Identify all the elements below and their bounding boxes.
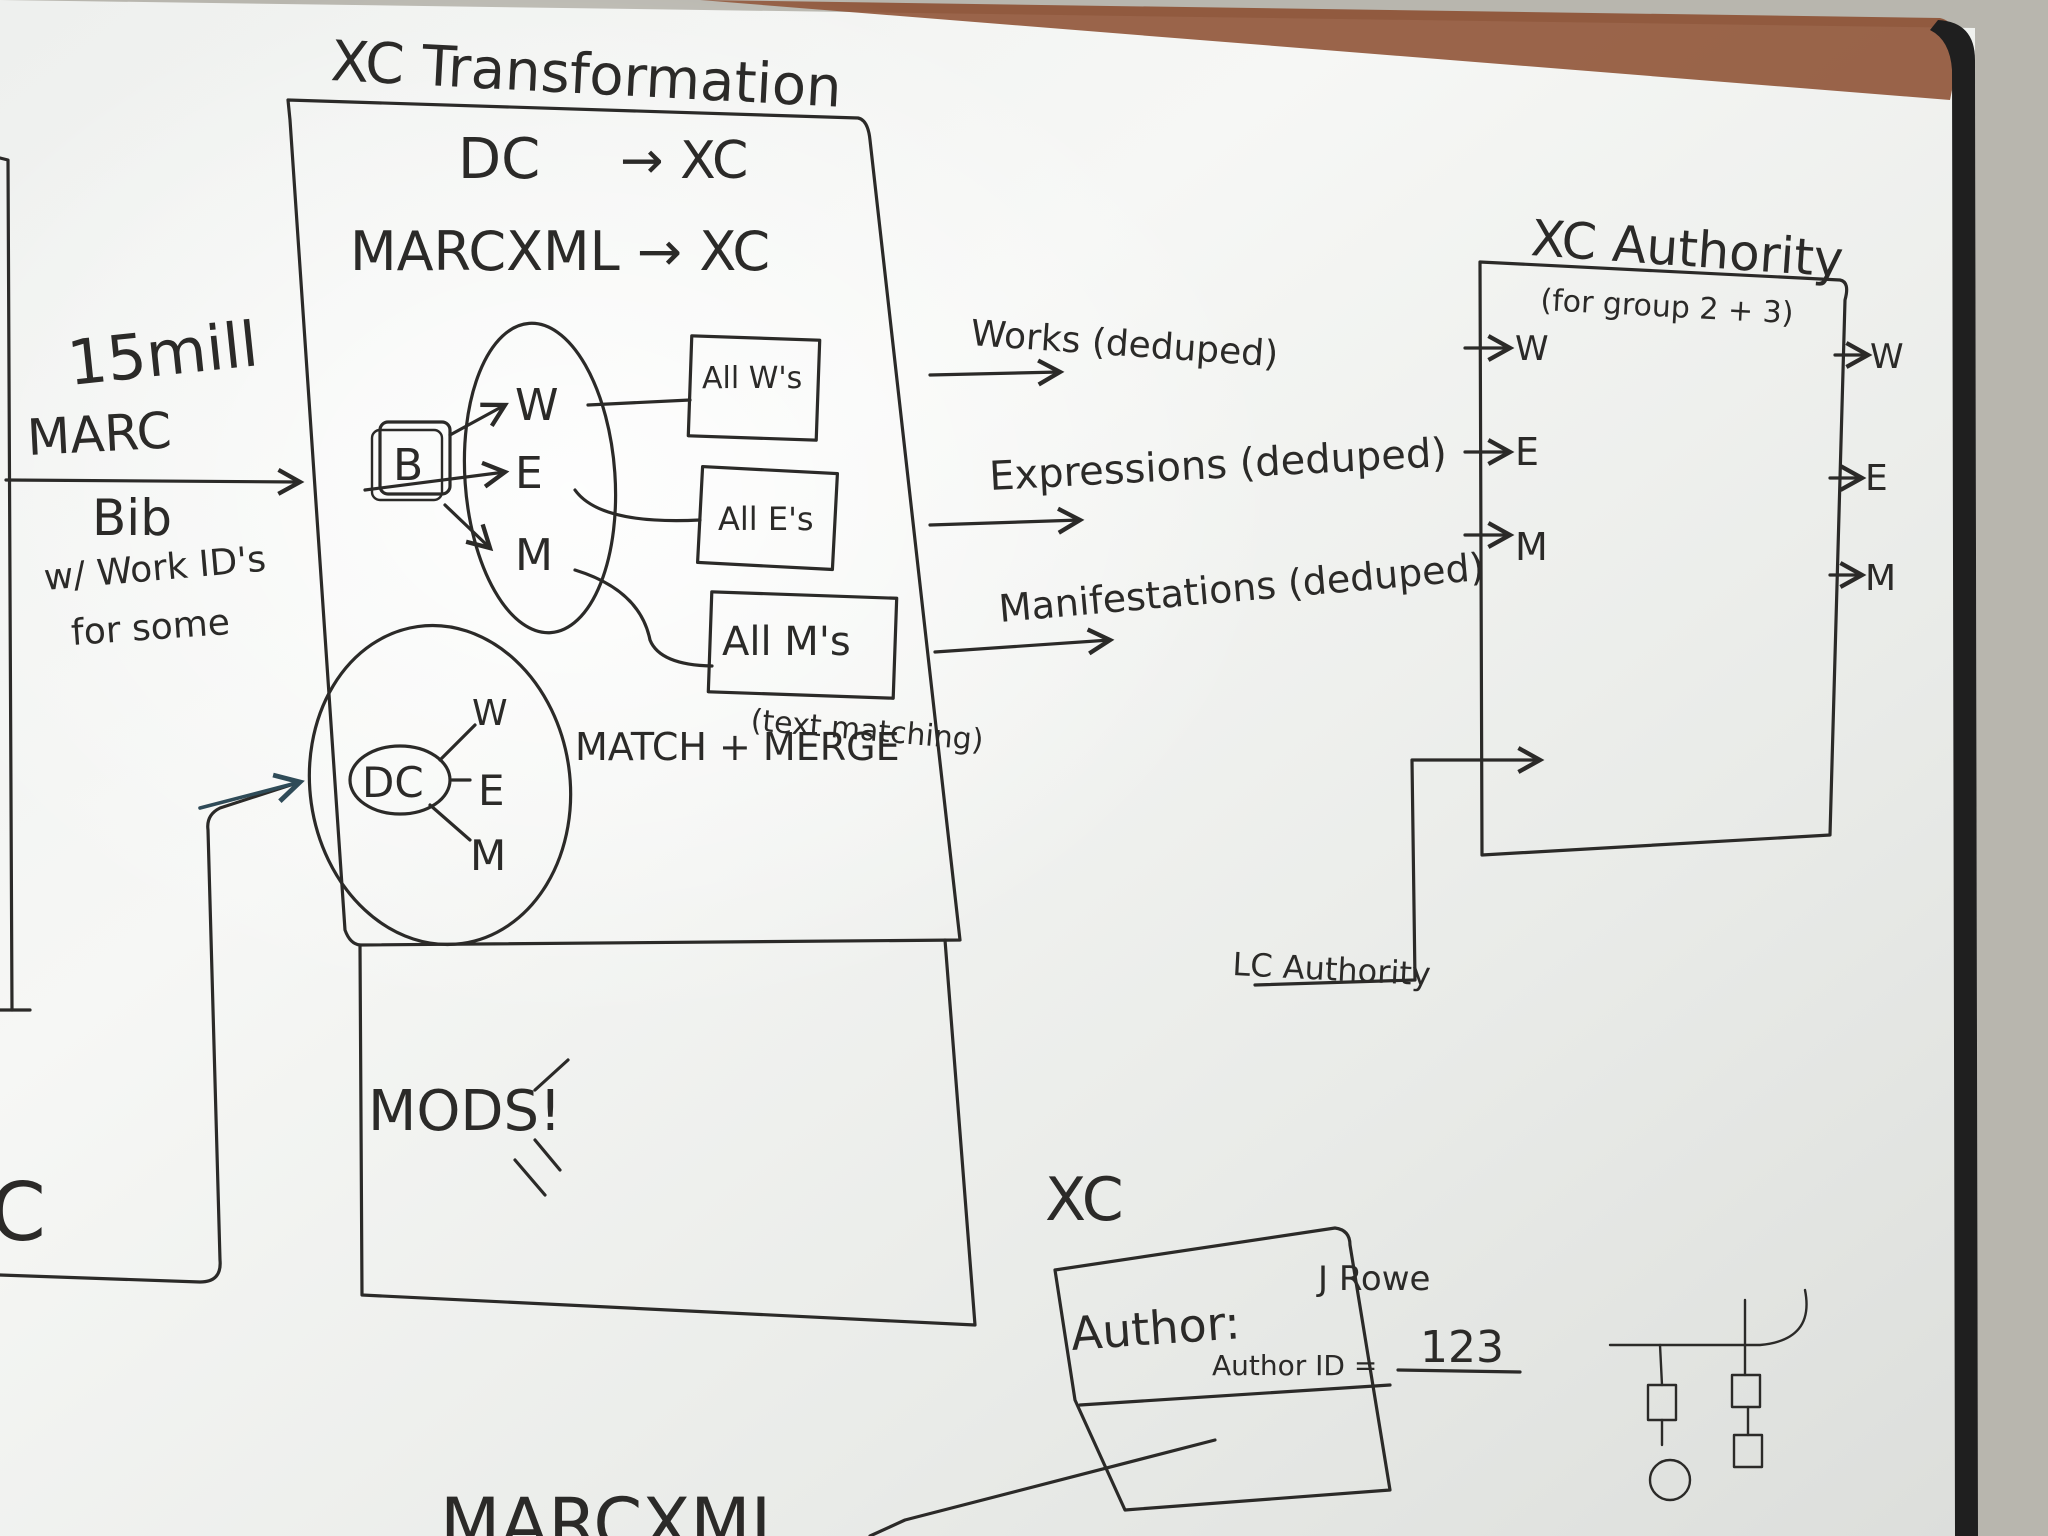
marcxml-link-arrow xyxy=(868,1438,1217,1536)
left-fragment-letter: C xyxy=(0,1166,46,1259)
dc-group xyxy=(307,623,573,947)
auth-out-e: E xyxy=(1865,458,1888,499)
xc-author-id-value: 123 xyxy=(1420,1322,1504,1373)
dc-node xyxy=(348,744,452,816)
xc-record-title: XC xyxy=(1045,1165,1124,1235)
link-tree-sketch xyxy=(1608,1288,1808,1502)
dc-input-arrow xyxy=(198,772,305,810)
bib-node xyxy=(378,420,452,496)
mods-burst xyxy=(513,1058,570,1197)
transform-box xyxy=(286,98,962,947)
dc-wem-e: E xyxy=(478,766,505,815)
auth-in-w: W xyxy=(1515,329,1549,369)
bottom-fragment-text: MARCXML xyxy=(440,1483,790,1536)
auth-out-m: M xyxy=(1865,558,1896,599)
xc-author-name: J Rowe xyxy=(1316,1259,1430,1299)
works-arrow xyxy=(928,358,1065,387)
auth-out-w: W xyxy=(1870,337,1904,377)
input-format: MARC xyxy=(26,401,173,466)
auth-in-e: E xyxy=(1515,430,1539,474)
line-dc: DC xyxy=(458,127,540,192)
wem-w: W xyxy=(515,380,559,431)
dc-node-label: DC xyxy=(362,758,424,807)
xc-author-label: Author: xyxy=(1069,1295,1242,1361)
xc-record-card xyxy=(1053,1226,1392,1512)
line-marc: MARCXML → XC xyxy=(350,220,770,283)
wem-e: E xyxy=(515,448,543,499)
match-merge-label: MATCH + MERGE xyxy=(575,725,900,769)
wem-m: M xyxy=(515,530,553,581)
dc-wem-w: W xyxy=(472,693,508,734)
input-arrow xyxy=(4,467,305,496)
mods-label: MODS! xyxy=(368,1079,562,1144)
input-type: Bib xyxy=(92,489,172,547)
all-ms-box xyxy=(706,590,899,700)
mods-box xyxy=(358,938,977,1327)
line-dc-target: → XC xyxy=(620,131,748,191)
all-ws-label: All W's xyxy=(702,361,802,396)
all-es-label: All E's xyxy=(718,500,814,538)
xc-author-id-label: Author ID = xyxy=(1212,1349,1377,1382)
auth-in-m: M xyxy=(1515,525,1548,569)
all-es-box xyxy=(695,464,840,572)
authority-box xyxy=(1478,260,1849,857)
all-ws-box xyxy=(686,334,822,442)
wem-group xyxy=(462,321,618,635)
dc-wem-m: M xyxy=(470,831,506,880)
manifestations-arrow xyxy=(933,627,1115,656)
lc-authority-arrow xyxy=(1253,746,1545,987)
left-box-fragment xyxy=(0,156,14,1012)
all-ms-label: All M's xyxy=(722,619,851,665)
expressions-arrow xyxy=(928,506,1085,535)
